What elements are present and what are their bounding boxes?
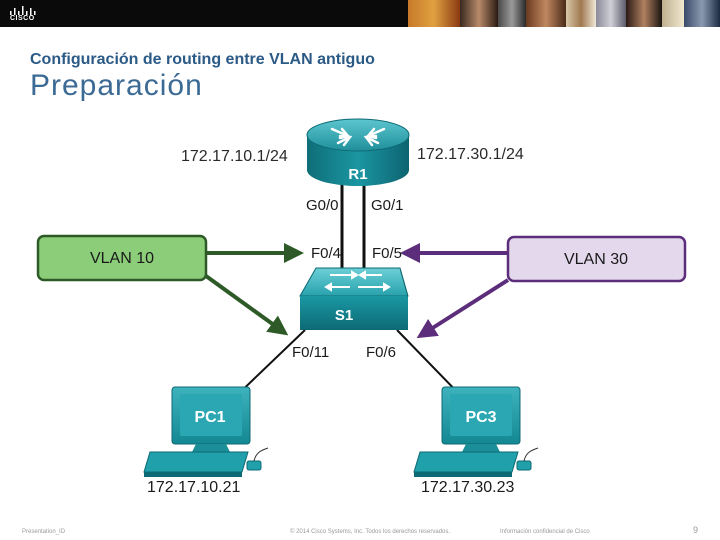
photo-3	[498, 0, 526, 27]
photo-9	[684, 0, 720, 27]
photo-6	[596, 0, 626, 27]
slide-title: Preparación	[30, 69, 203, 102]
vlan10-arrow-to-f011	[204, 274, 289, 336]
switch-port-f06: F0/6	[366, 344, 396, 361]
vlan30-box	[506, 235, 687, 283]
top-banner: CISCO	[0, 0, 720, 27]
photo-7	[626, 0, 662, 27]
vlan10-box	[36, 234, 208, 282]
photo-2	[460, 0, 498, 27]
cisco-logo-icon	[10, 6, 36, 15]
photo-5	[566, 0, 596, 27]
pc1-name: PC1	[194, 409, 225, 426]
slide-subtitle: Configuración de routing entre VLAN anti…	[30, 51, 375, 68]
switch-port-f05: F0/5	[372, 245, 402, 262]
router-port-left: G0/0	[306, 197, 339, 214]
router-name: R1	[348, 166, 367, 183]
photo-4	[526, 0, 566, 27]
vlan30-arrow-to-f06	[416, 278, 510, 339]
photo-1	[408, 0, 460, 27]
switch-name: S1	[335, 307, 353, 324]
page-number: 9	[692, 525, 698, 535]
pc3-icon	[413, 386, 539, 477]
footer-confidential: Información confidencial de Cisco	[500, 529, 590, 535]
photo-strip	[408, 0, 720, 27]
vlan10-label: VLAN 10	[90, 250, 154, 267]
pc1-icon	[143, 386, 269, 477]
logo-wordmark: CISCO	[10, 15, 35, 22]
switch-port-f04: F0/4	[311, 245, 341, 262]
footer-copyright: © 2014 Cisco Systems, Inc. Todos los der…	[290, 529, 451, 535]
footer-presentation-id: Presentation_ID	[22, 529, 66, 535]
pc3-name: PC3	[465, 409, 496, 426]
router-port-right: G0/1	[371, 197, 404, 214]
switch-port-f011: F0/11	[292, 344, 329, 361]
vlan30-label: VLAN 30	[564, 251, 628, 268]
router-ip-right: 172.17.30.1/24	[417, 146, 524, 163]
switch-icon	[299, 267, 409, 330]
pc3-ip: 172.17.30.23	[421, 479, 515, 496]
photo-8	[662, 0, 684, 27]
pc1-ip: 172.17.10.21	[147, 479, 241, 496]
router-icon	[306, 118, 410, 186]
router-ip-left: 172.17.10.1/24	[181, 148, 288, 165]
